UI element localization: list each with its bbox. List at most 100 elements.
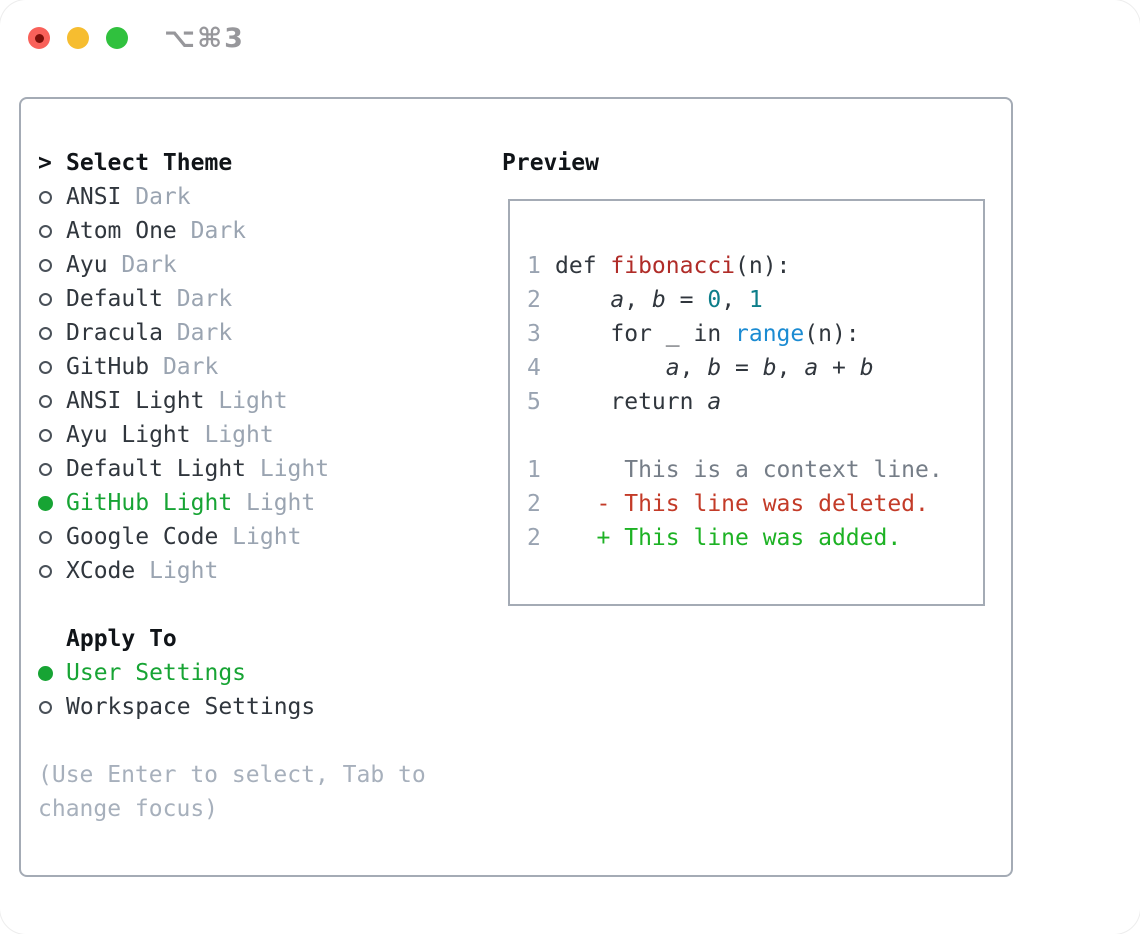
blank-line — [527, 419, 983, 453]
code-text: - This line was deleted. — [555, 487, 929, 521]
token-plain — [555, 491, 597, 517]
theme-option[interactable]: Ayu Light Light — [38, 418, 426, 452]
option-label: Atom One — [66, 218, 177, 244]
select-theme-title: Select Theme — [66, 150, 233, 176]
option-label: ANSI Light — [66, 388, 205, 414]
code-text: def fibonacci(n): — [555, 249, 790, 283]
window-shortcut-label: ⌥⌘3 — [164, 22, 245, 54]
theme-option[interactable]: Atom One Dark — [38, 214, 426, 248]
token-plain: return — [555, 389, 708, 415]
token-plain: for _ in — [555, 321, 736, 347]
theme-option[interactable]: Google Code Light — [38, 520, 426, 554]
radio-icon — [38, 326, 66, 340]
apply-to-option[interactable]: User Settings — [38, 656, 426, 690]
radio-circle — [39, 564, 52, 578]
token-context: This is a context line. — [555, 457, 943, 483]
code-text: a, b = 0, 1 — [555, 283, 763, 317]
code-line: 5 return a — [527, 385, 983, 419]
title-bar: ⌥⌘3 — [28, 23, 245, 54]
radio-icon — [38, 360, 66, 374]
option-variant-label: Light — [204, 388, 288, 414]
radio-icon — [38, 258, 66, 272]
theme-option[interactable]: ANSI Dark — [38, 180, 426, 214]
option-label: Default Light — [66, 456, 247, 482]
code-text: a, b = b, a + b — [555, 351, 874, 385]
theme-option[interactable]: Ayu Dark — [38, 248, 426, 282]
token-added: + This line was added. — [596, 525, 902, 551]
radio-icon — [38, 224, 66, 238]
theme-option[interactable]: ANSI Light Light — [38, 384, 426, 418]
theme-option[interactable]: Dracula Dark — [38, 316, 426, 350]
code-line: 3 for _ in range(n): — [527, 317, 983, 351]
close-button[interactable] — [28, 27, 50, 49]
radio-circle — [39, 224, 52, 238]
code-text: This is a context line. — [555, 453, 943, 487]
token-variable: b — [859, 355, 874, 381]
radio-icon — [38, 462, 66, 476]
code-line: 2 + This line was added. — [527, 521, 983, 555]
theme-option[interactable]: Default Light Light — [38, 452, 426, 486]
theme-option[interactable]: GitHub Light Light — [38, 486, 426, 520]
radio-icon — [38, 700, 66, 714]
option-variant-label: Light — [190, 422, 274, 448]
radio-icon — [38, 428, 66, 442]
code-text: + This line was added. — [555, 521, 902, 555]
theme-option[interactable]: XCode Light — [38, 554, 426, 588]
line-number: 4 — [527, 355, 541, 381]
radio-circle — [39, 258, 52, 272]
preview-title: Preview — [502, 150, 599, 176]
token-plain: (n): — [735, 253, 791, 279]
option-variant-label: Dark — [107, 252, 177, 278]
line-number: 2 — [527, 525, 541, 551]
token-plain: def — [555, 253, 611, 279]
minimize-button[interactable] — [67, 27, 89, 49]
zoom-button[interactable] — [106, 27, 128, 49]
radio-circle — [39, 326, 52, 340]
option-label: Google Code — [66, 524, 219, 550]
code-line: 4 a, b = b, a + b — [527, 351, 983, 385]
line-number: 1 — [527, 457, 541, 483]
help-text-line: (Use Enter to select, Tab to — [38, 762, 426, 788]
token-plain — [555, 355, 666, 381]
token-plain — [555, 525, 597, 551]
token-number: 1 — [748, 287, 763, 313]
option-variant-label: Dark — [162, 320, 233, 346]
token-variable: a — [707, 389, 722, 415]
token-variable: b — [707, 355, 722, 381]
theme-option[interactable]: Default Dark — [38, 282, 426, 316]
code-line: 2 - This line was deleted. — [527, 487, 983, 521]
line-number: 5 — [527, 389, 541, 415]
line-number: 3 — [527, 321, 541, 347]
apply-to-option[interactable]: Workspace Settings — [38, 690, 426, 724]
token-plain: , — [679, 355, 708, 381]
radio-circle — [38, 665, 53, 681]
help-text-line: change focus) — [38, 796, 219, 822]
token-plain: = — [721, 355, 763, 381]
option-label: Dracula — [66, 320, 163, 346]
token-plain: (n): — [804, 321, 860, 347]
option-variant-label: Dark — [162, 286, 233, 312]
radio-circle — [39, 190, 52, 204]
radio-circle — [39, 394, 52, 408]
option-label: GitHub Light — [66, 490, 233, 516]
code-line: 2 a, b = 0, 1 — [527, 283, 983, 317]
option-label: Ayu — [66, 252, 108, 278]
token-number: 0 — [707, 287, 722, 313]
radio-selected-icon — [38, 495, 66, 511]
apply-to-title: Apply To — [66, 626, 177, 652]
token-variable: b — [651, 287, 666, 313]
token-plain: = — [665, 287, 708, 313]
radio-circle — [39, 530, 52, 544]
radio-icon — [38, 190, 66, 204]
option-label: Ayu Light — [66, 422, 191, 448]
token-plain: , — [776, 355, 805, 381]
line-number: 2 — [527, 491, 541, 517]
radio-circle — [39, 462, 52, 476]
option-variant-label: Light — [135, 558, 219, 584]
radio-selected-icon — [38, 665, 66, 681]
theme-option[interactable]: GitHub Dark — [38, 350, 426, 384]
